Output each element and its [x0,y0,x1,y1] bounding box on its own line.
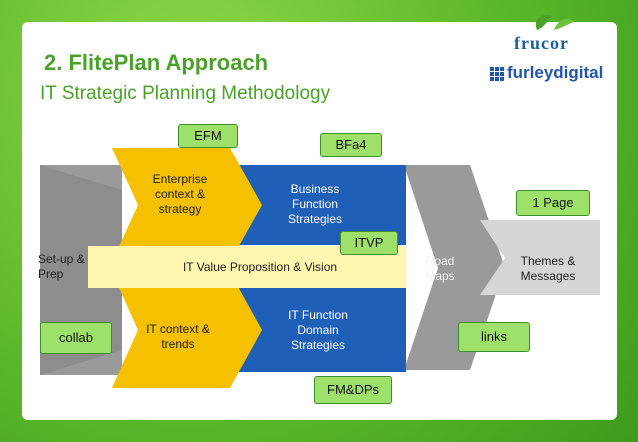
callout-efm: EFM [178,124,238,148]
slide-subtitle: IT Strategic Planning Methodology [40,83,331,104]
enterprise-shape [112,148,262,262]
frucor-leaf-icon [535,14,574,30]
value-prop-label: IT Value Proposition & Vision [182,260,338,274]
it-context-label: IT context & trends [146,322,210,351]
setup-label: Set-up & Prep [38,252,85,281]
callout-fmdps: FM&DPs [314,376,392,404]
callout-itvp: ITVP [340,231,398,255]
roadmaps-shape [404,165,505,370]
enterprise-label: Enterprise context & strategy [152,172,208,216]
frucor-logo: frucor [514,33,569,53]
callout-bfa4: BFa4 [320,133,382,157]
it-context-shape [112,272,262,388]
callout-links: links [458,322,530,352]
business-label: Business Function Strategies [287,182,343,226]
furleydigital-logo: furleydigital [507,63,604,82]
themes-shape [480,220,600,295]
callout-collab: collab [40,322,112,354]
roadmaps-label: Road Maps [425,254,455,283]
business-shape [225,165,406,245]
it-function-shape [225,288,406,372]
themes-label: Themes & Messages [520,254,576,283]
slide-title: 2. FlitePlan Approach [44,50,269,75]
furley-grid-icon [490,67,504,81]
it-function-label: IT Function Domain Strategies [288,308,348,352]
callout-1-page: 1 Page [516,190,590,216]
